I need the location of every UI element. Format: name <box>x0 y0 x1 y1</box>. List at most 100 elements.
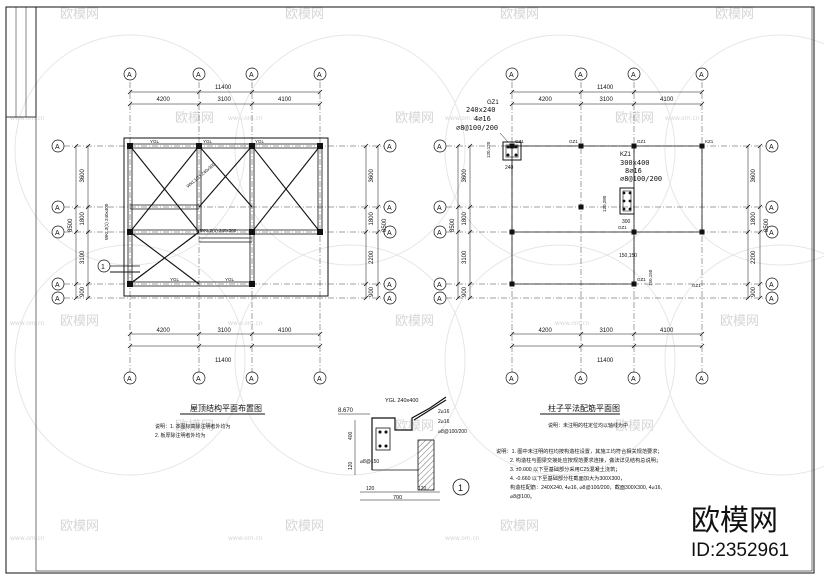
watermark-brand-7: 欧模网 <box>60 314 99 329</box>
grid-bubble-top-3-label: A <box>699 72 704 79</box>
watermark-ring-5 <box>234 244 466 476</box>
grid-bubble-right-0 <box>765 139 779 153</box>
grid-bubble-bottom-1-label: A <box>578 376 583 383</box>
logo-id: ID:2352961 <box>691 540 789 561</box>
kz1-dim-v: 120,280 <box>602 195 607 212</box>
col-dim-150: 150,150 <box>619 253 637 259</box>
dim-left-1: 1800 <box>462 211 468 225</box>
section-bot-dim-2: 120 <box>418 486 427 492</box>
grid-bubble-bottom-2 <box>245 371 259 385</box>
grid-bubble-top-0-label: A <box>509 72 514 79</box>
section-mark-label: 1 <box>458 483 463 493</box>
kz1-dim: 300 <box>622 219 631 225</box>
beam-label-4: YGL <box>170 277 180 282</box>
grid-bubble-top-3 <box>313 67 327 81</box>
grid-bubble-left-2-label: A <box>437 230 442 237</box>
grid-bubble-left-4 <box>433 291 447 305</box>
section-wall <box>417 439 435 491</box>
gz1-bars: 4⌀16 <box>474 115 491 123</box>
section-right-anno-2: ⌀8@100/200 <box>438 429 467 435</box>
watermark-url-0: www.om.cn <box>10 115 45 122</box>
right-plan-title: 柱子平法配筋平面图 <box>548 403 620 413</box>
watermark-ring-6 <box>444 244 676 476</box>
watermark-url-4: www.om.cn <box>10 320 45 327</box>
grid-bubble-top-1 <box>192 67 206 81</box>
grid-bubble-left-1-label: A <box>437 205 442 212</box>
dim-left-3: 900 <box>462 286 468 297</box>
dim-left-0: 3600 <box>462 168 468 182</box>
gz1-bar-2 <box>506 153 510 157</box>
kz1-bar-2 <box>622 199 626 203</box>
grid-bubble-left-3-label: A <box>437 282 442 289</box>
column-8 <box>631 281 637 287</box>
grid-bubble-right-0-label: A <box>769 144 774 151</box>
grid-bubble-top-0 <box>505 67 519 81</box>
watermark-ring-1 <box>234 34 466 266</box>
dim-bottom-2: 4100 <box>278 328 292 334</box>
roof-column-5 <box>249 229 255 235</box>
section-left-dim-0: 400 <box>348 431 354 440</box>
kz1-name: KZ1 <box>620 152 632 158</box>
dim-top-1: 3100 <box>218 97 232 103</box>
dim-right-0: 3600 <box>751 168 757 182</box>
section-bar-0 <box>378 430 382 434</box>
watermark-url-3: www.om.cn <box>665 115 700 122</box>
grid-bubble-left-2 <box>433 225 447 239</box>
grid-bubble-bottom-1 <box>192 371 206 385</box>
watermark-brand-15: 欧模网 <box>500 519 539 534</box>
note-line-1: 说明：1. 图中未注明的柱均按构造柱设置，其施工均符合相关规范要求； <box>496 447 663 455</box>
grid-bubble-left-2 <box>51 225 65 239</box>
grid-bubble-right-0-label: A <box>387 144 392 151</box>
watermark-brand-2: 欧模网 <box>500 7 539 22</box>
watermark-brand-10: 欧模网 <box>175 419 214 434</box>
grid-bubble-bottom-0 <box>123 371 137 385</box>
dim-left-3: 900 <box>80 286 86 297</box>
beam-anno-2: WKL3(1) 240x400 <box>104 203 109 240</box>
column-label-6: GZ1 <box>692 283 701 288</box>
dim-right-2: 2200 <box>369 250 375 264</box>
watermark-url-5: www.om.cn <box>228 320 263 327</box>
dim-top-total: 11400 <box>597 85 614 91</box>
gz1-bar-1 <box>514 145 518 149</box>
kz1-bar-4 <box>622 207 626 211</box>
left-plan-note-2: 2. 板厚除注明者外均为 <box>155 432 206 439</box>
grid-bubble-bottom-0-label: A <box>127 376 132 383</box>
dim-bottom-1: 3100 <box>600 328 614 334</box>
title-block <box>5 6 37 118</box>
watermark-brand-12: 欧模网 <box>615 419 654 434</box>
note-line-2: 2. 构造柱与圈梁交接处应按规范要求连接，做法详见结构总说明； <box>510 456 661 464</box>
grid-bubble-right-2-label: A <box>387 230 392 237</box>
watermark-ring-3 <box>664 34 824 266</box>
grid-bubble-bottom-3 <box>695 371 709 385</box>
col-dim-150-v: 150,150 <box>648 269 653 286</box>
grid-bubble-top-2 <box>627 67 641 81</box>
watermark-brand-9: 欧模网 <box>720 314 759 329</box>
grid-bubble-left-1 <box>51 200 65 214</box>
watermark-brand-5: 欧模网 <box>395 111 434 126</box>
gz1-dim: 240 <box>505 165 514 171</box>
grid-bubble-right-4-label: A <box>387 296 392 303</box>
grid-bubble-left-3 <box>51 277 65 291</box>
dim-bottom-total: 11400 <box>597 358 614 364</box>
grid-bubble-left-3 <box>433 277 447 291</box>
dim-bottom-2: 4100 <box>660 328 674 334</box>
grid-bubble-right-1 <box>383 200 397 214</box>
watermark-brand-6: 欧模网 <box>615 111 654 126</box>
general-notes: 说明：1. 图中未注明的柱均按构造柱设置，其施工均符合相关规范要求； 2. 构造… <box>496 447 663 500</box>
grid-bubble-right-4-label: A <box>769 296 774 303</box>
grid-bubble-top-3 <box>695 67 709 81</box>
grid-bubble-top-1-label: A <box>578 72 583 79</box>
grid-bubble-right-2 <box>765 225 779 239</box>
beam-label-0: YGL <box>150 139 160 144</box>
watermark-url-9: www.om.cn <box>445 535 480 542</box>
grid-bubble-bottom-2 <box>627 371 641 385</box>
dim-right-3: 900 <box>369 286 375 297</box>
column-1 <box>578 143 584 149</box>
grid-bubble-left-0 <box>433 139 447 153</box>
gz1-name: GZ1 <box>487 100 499 106</box>
dim-top-1: 3100 <box>600 97 614 103</box>
grid-bubble-right-4 <box>765 291 779 305</box>
grid-bubble-top-0-label: A <box>127 72 132 79</box>
grid-bubble-bottom-1 <box>574 371 588 385</box>
